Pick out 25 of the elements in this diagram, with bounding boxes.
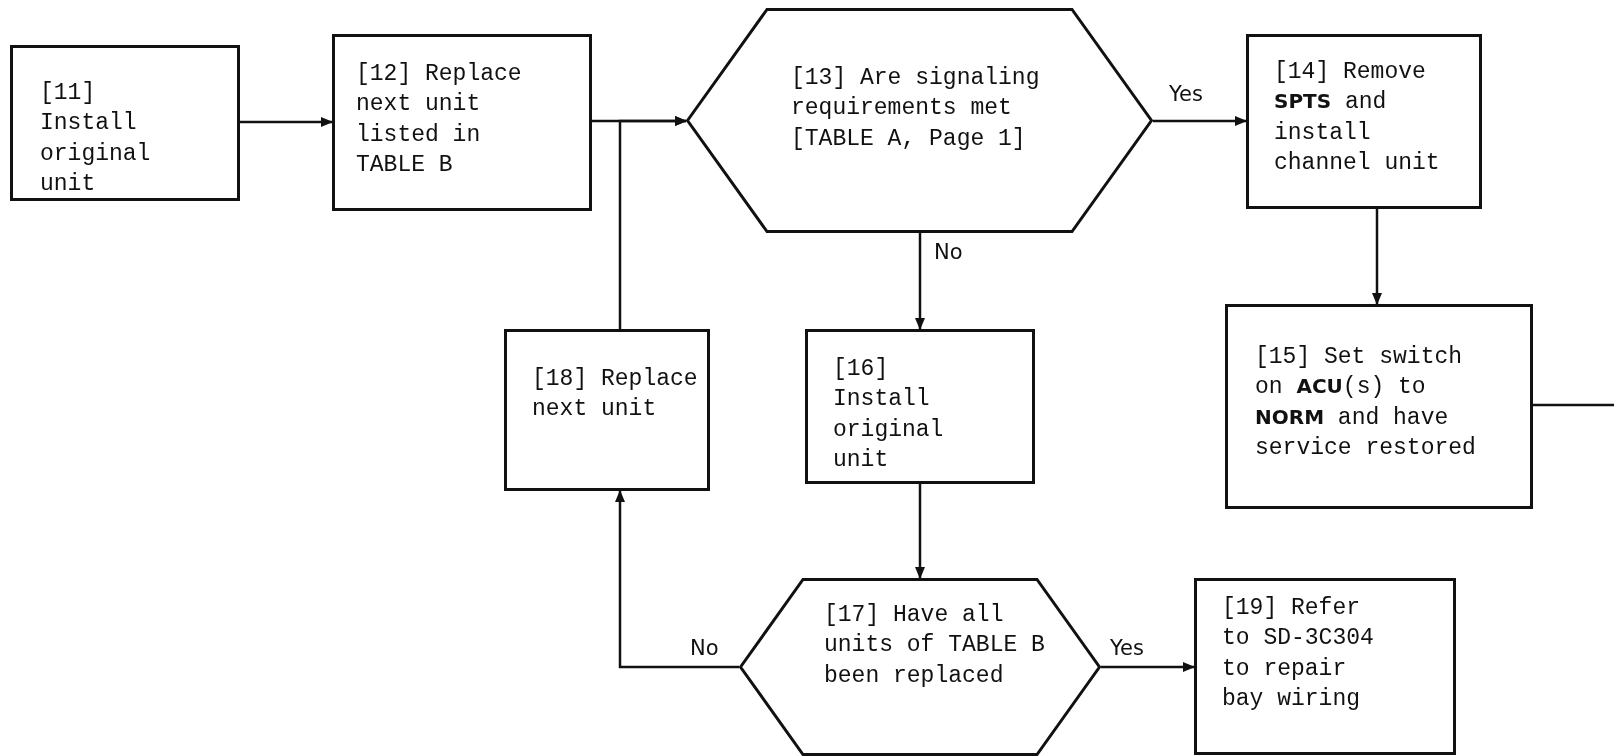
step-text: [12] Replace next unit listed in TABLE B xyxy=(356,60,523,181)
arrow xyxy=(618,116,687,329)
step-text: [19] Refer to SD-3C304 to repair bay wiring xyxy=(1222,594,1375,715)
process-box xyxy=(1246,34,1482,209)
arrow xyxy=(915,484,925,579)
step-text: [18] Replace next unit xyxy=(532,365,699,425)
decision-text: [13] Are signaling requirements met [TABLE A, Page 1] xyxy=(791,64,1041,154)
arrow xyxy=(615,490,739,669)
arrow xyxy=(1101,662,1195,672)
step-text: [16] Install original unit xyxy=(833,355,945,476)
step-text: [14] Remove SPTS and install channel unit xyxy=(1274,58,1441,179)
step-text: [11] Install original unit xyxy=(40,79,152,200)
decision-text: [17] Have all units of TABLE B been replaced xyxy=(824,601,1046,691)
arrow xyxy=(1372,209,1382,305)
arrow xyxy=(915,233,925,330)
process-box xyxy=(10,45,240,201)
process-box xyxy=(332,34,592,211)
process-box xyxy=(504,329,710,491)
step-text: [15] Set switch on ACU(s) to NORM and have service restored xyxy=(1255,343,1477,464)
connector-line xyxy=(1533,403,1614,407)
arrow xyxy=(1153,116,1247,126)
process-box xyxy=(1194,578,1456,755)
arrow xyxy=(240,117,333,127)
process-box xyxy=(1225,304,1533,509)
process-box xyxy=(805,329,1035,484)
